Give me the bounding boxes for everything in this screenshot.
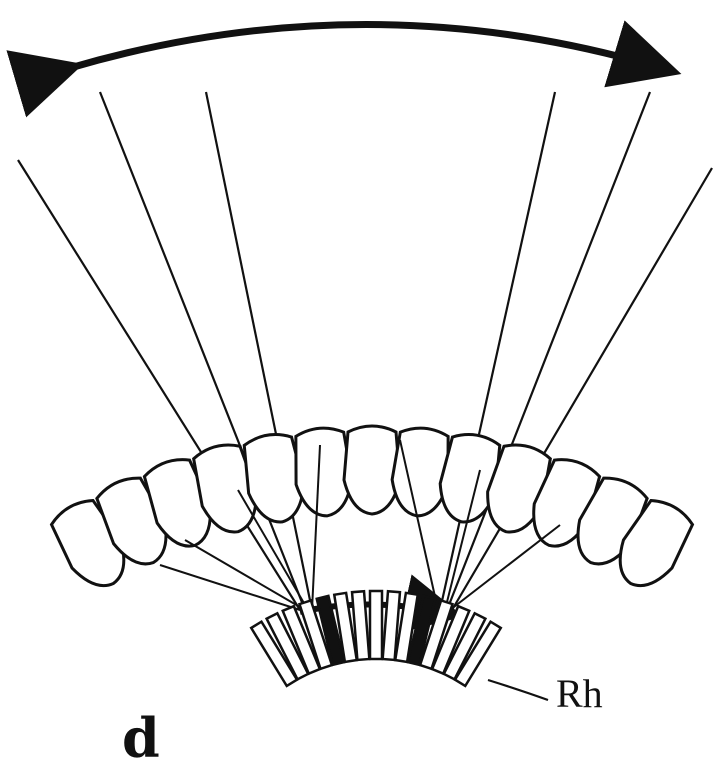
rh-pointer-line (488, 680, 548, 700)
lens-arc (45, 426, 699, 598)
rhabdom-fan (251, 591, 501, 686)
rhabdom (370, 591, 382, 659)
rhabdom-label: Rh (556, 670, 603, 717)
top-arc-arrow (70, 24, 668, 70)
lens-facet (344, 426, 400, 514)
panel-label: d (122, 706, 160, 770)
